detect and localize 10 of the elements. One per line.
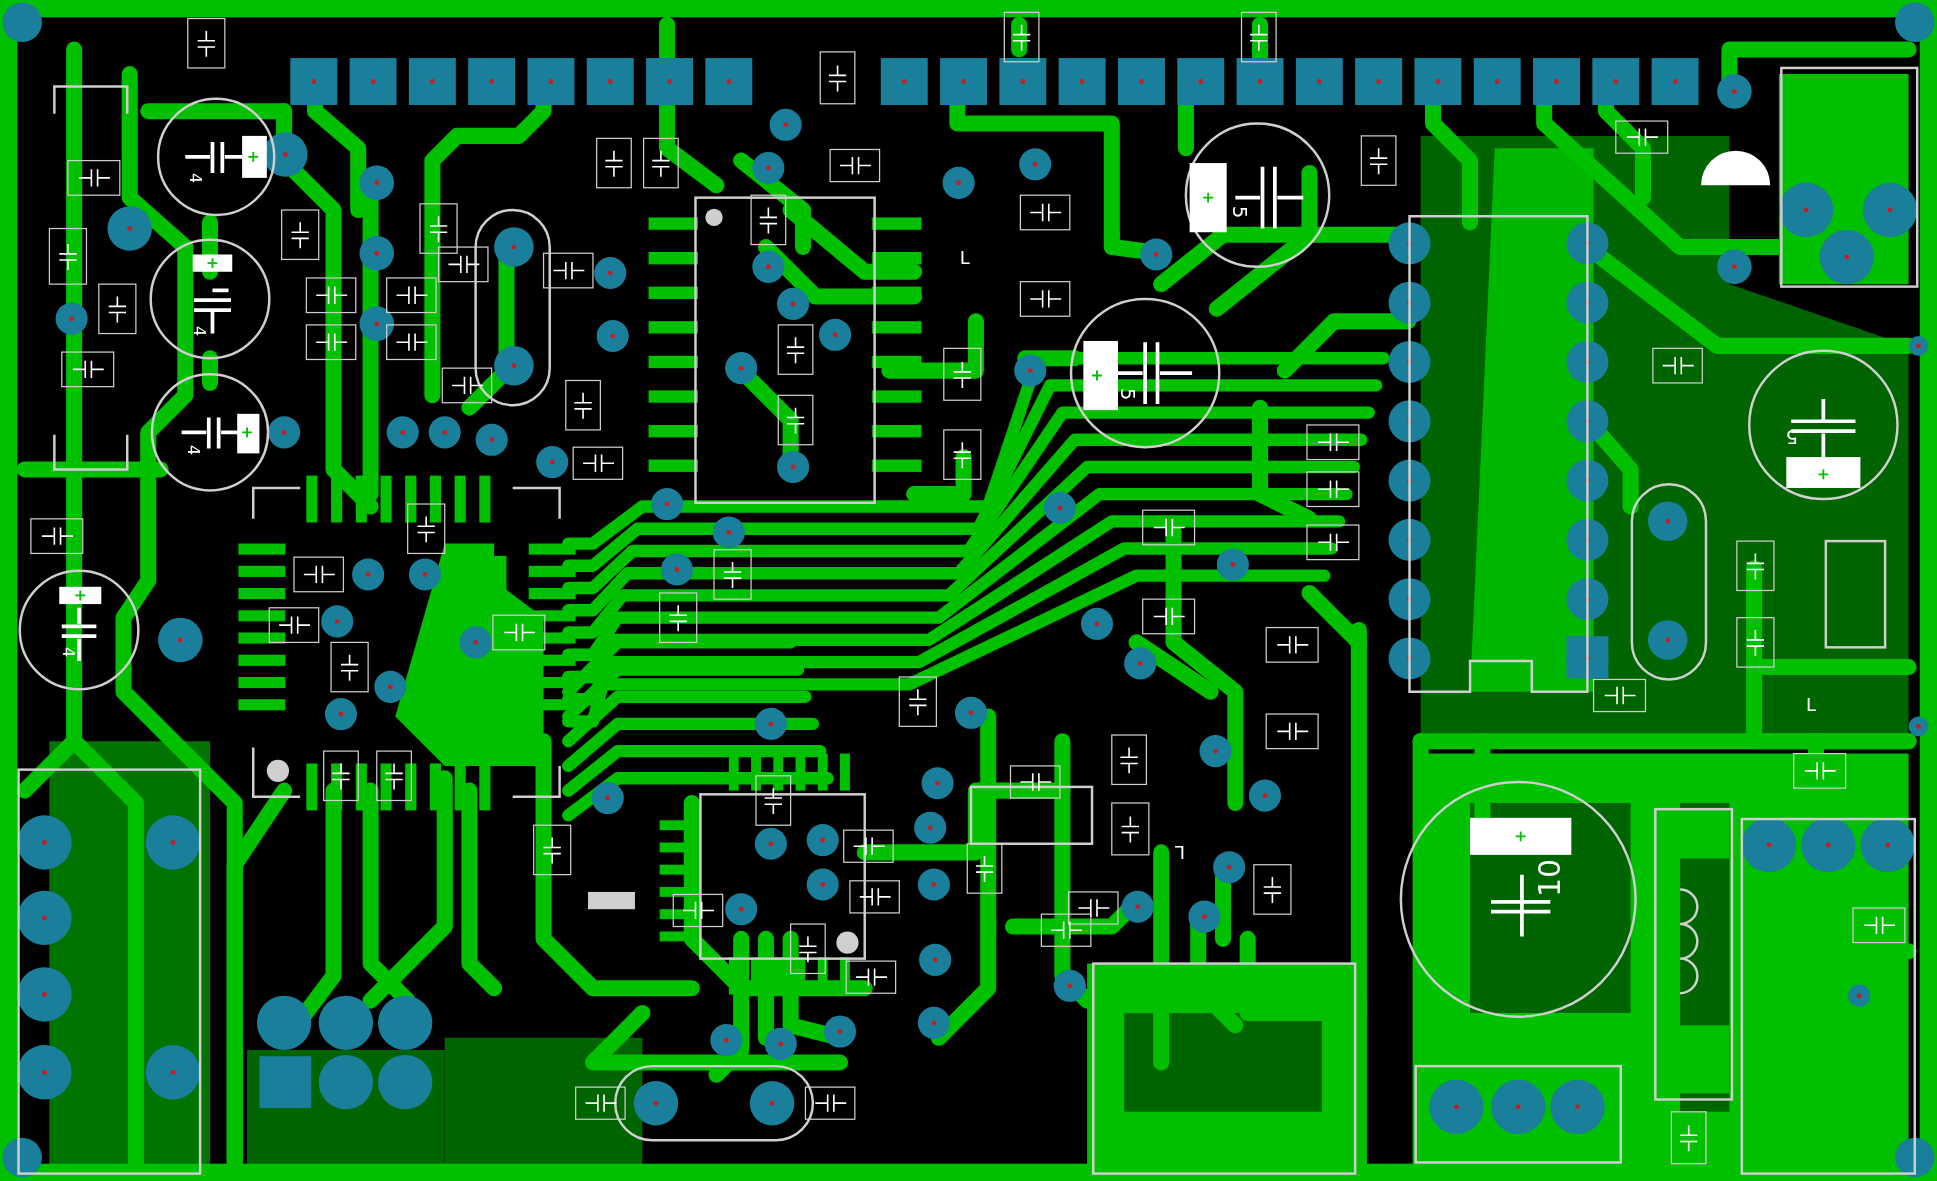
component-marking: 4 <box>184 444 201 455</box>
component-marking: L <box>1805 696 1816 715</box>
component-marking: 4 <box>190 325 207 337</box>
component-marking: L <box>1174 843 1185 862</box>
component-marking: L <box>959 249 970 268</box>
component-marking: 4 <box>59 647 76 658</box>
component-marking: 5 <box>1230 206 1251 219</box>
component-marking: 4 <box>187 172 204 183</box>
component-marking: 10 <box>1535 859 1566 898</box>
component-marking: 5 <box>1117 387 1138 401</box>
